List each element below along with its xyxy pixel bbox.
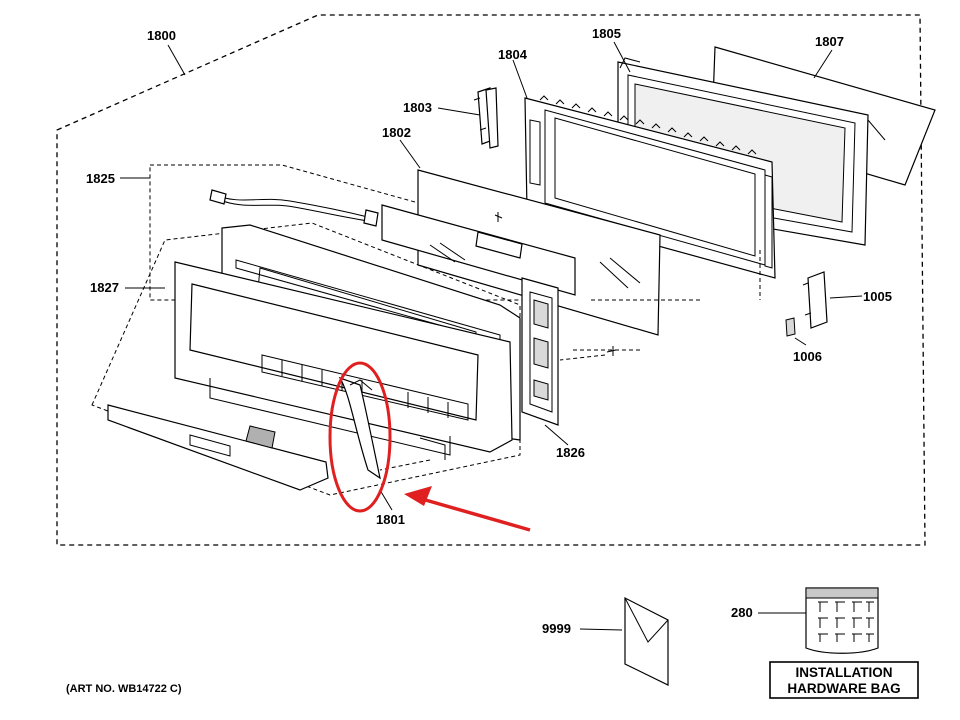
assembly-boundary-1800 xyxy=(56,14,926,546)
leader-lines xyxy=(120,41,863,631)
label-1826: 1826 xyxy=(556,445,585,460)
part-1006-spring xyxy=(785,317,796,337)
label-1803: 1803 xyxy=(403,100,432,115)
label-280: 280 xyxy=(731,605,753,620)
label-1005: 1005 xyxy=(863,289,892,304)
hardware-bag-label-line1: INSTALLATION xyxy=(796,665,893,680)
part-door-trim xyxy=(107,404,329,491)
highlight-ellipse xyxy=(328,361,392,513)
part-280-hardware-bag xyxy=(769,587,919,699)
label-1827: 1827 xyxy=(90,280,119,295)
part-1826-latch-panel xyxy=(521,277,617,426)
label-1802: 1802 xyxy=(382,125,411,140)
construction-lines xyxy=(379,250,761,471)
hardware-bag-label-line2: HARDWARE BAG xyxy=(787,681,900,696)
part-1825-control-board xyxy=(209,189,576,296)
label-1825: 1825 xyxy=(86,171,115,186)
part-1804-door-panel xyxy=(524,95,776,279)
label-1801: 1801 xyxy=(376,512,405,527)
label-1805: 1805 xyxy=(592,26,621,41)
part-1801-gasket xyxy=(338,376,381,480)
label-1804: 1804 xyxy=(498,47,528,62)
art-number: (ART NO. WB14722 C) xyxy=(66,683,182,695)
part-1827-front-panel xyxy=(174,224,521,460)
label-1006: 1006 xyxy=(793,349,822,364)
part-9999-envelope xyxy=(624,597,669,686)
part-1803-bracket xyxy=(473,87,499,149)
highlight-arrow xyxy=(404,486,531,532)
label-1807: 1807 xyxy=(815,34,844,49)
label-1800: 1800 xyxy=(147,28,176,43)
part-1005-bracket xyxy=(802,271,828,329)
label-9999: 9999 xyxy=(542,621,571,636)
assembly-boundary-1827 xyxy=(91,222,521,496)
